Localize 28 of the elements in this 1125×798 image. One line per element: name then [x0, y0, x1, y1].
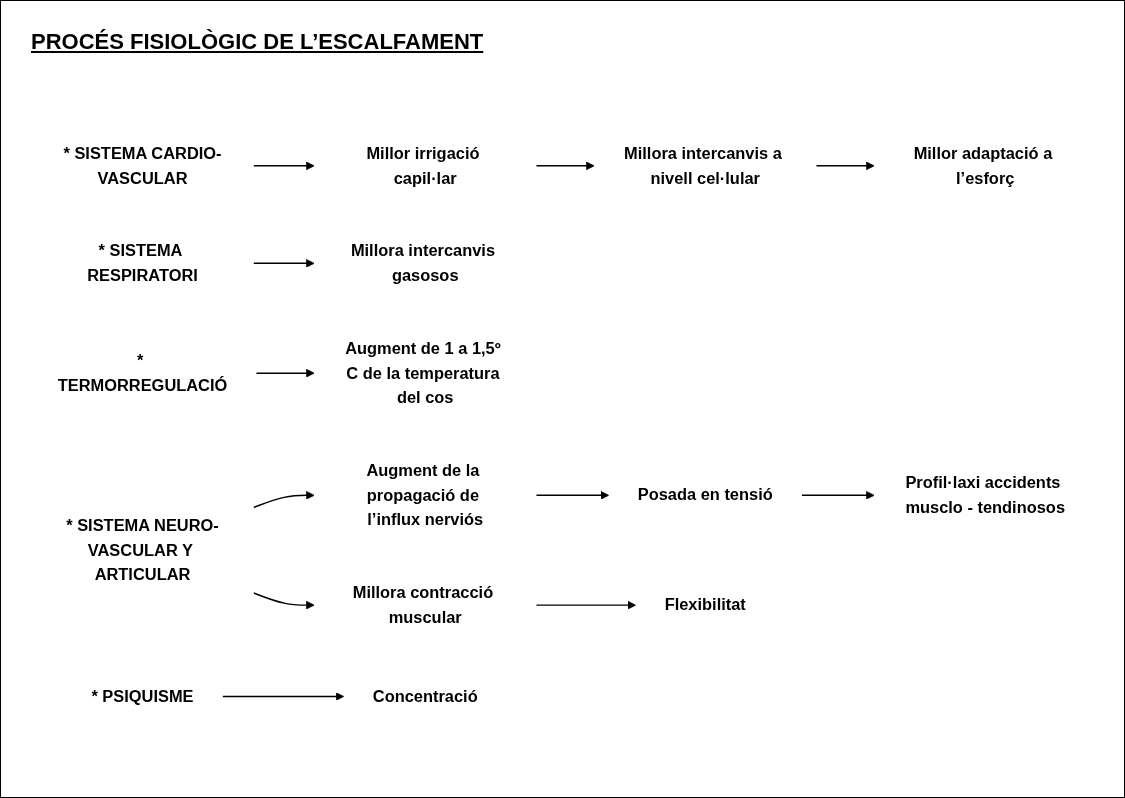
arrow: [815, 161, 875, 171]
node-text: Posada en tensió: [637, 485, 773, 505]
arrow: [535, 600, 637, 610]
arrow: [535, 161, 595, 171]
node-text: Concentració: [372, 687, 478, 706]
arrow: [252, 259, 315, 268]
arrow: [221, 692, 345, 701]
title: PROCÉS FISIOLÒGIC DE L’ESCALFAMENT: [31, 29, 484, 55]
node-text: Augment de la propagació de l’influx nerviós: [366, 461, 484, 529]
arrow: [252, 592, 315, 610]
node-text: Flexibilitat: [664, 595, 746, 615]
arrow: [252, 161, 315, 171]
arrow: [255, 368, 315, 378]
arrow: [800, 491, 875, 500]
arrow: [535, 491, 610, 500]
node-text: * SISTEMA CARDIO-VASCULAR: [63, 144, 222, 188]
node-text: Millora intercanvis gasosos: [350, 241, 496, 285]
arrow: [252, 491, 315, 509]
node-text: Millor irrigació capil·lar: [366, 144, 480, 188]
node-text: * SISTEMA RESPIRATORI: [87, 241, 198, 285]
node-text: Profil·laxi accidents musclo - tendinosos: [905, 473, 1066, 517]
node-text: * PSIQUISME: [91, 687, 194, 706]
node-text: * TERMORREGULACIÓ: [57, 351, 228, 395]
node-text: * SISTEMA NEURO-VASCULAR Y ARTICULAR: [66, 516, 219, 584]
node-text: Millora intercanvis a nivell cel·lular: [624, 144, 782, 188]
node-text: Augment de 1 a 1,5º C de la temperatura del cos: [345, 339, 501, 407]
node-text: Millor adaptació a l’esforç: [913, 144, 1053, 188]
node-text: Millora contracció muscular: [352, 583, 494, 627]
